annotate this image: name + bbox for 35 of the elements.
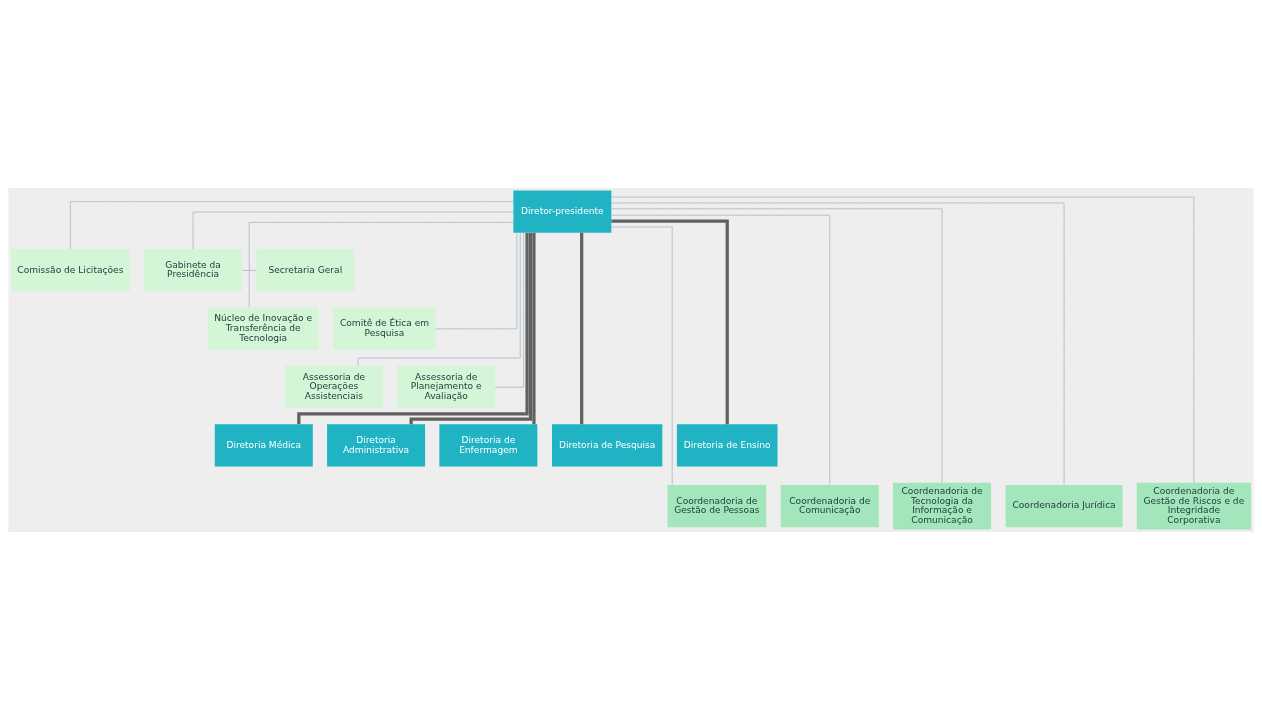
- connector: [435, 232, 518, 330]
- node-box: Assessoria de Planejamento e Avaliação: [397, 365, 496, 409]
- node-box: Diretoria de Enfermagem: [439, 424, 538, 467]
- connector: [69, 201, 514, 250]
- connector: [357, 232, 521, 367]
- node-box: Diretoria Administrativa: [327, 424, 426, 467]
- connector: [532, 232, 536, 425]
- connector: [611, 226, 673, 486]
- node-box: Assessoria de Operações Assistenciais: [284, 365, 383, 409]
- node-box: Coordenadoria de Comunicação: [780, 484, 879, 528]
- connector: [248, 221, 514, 308]
- node-box: Comitê de Ética em Pesquisa: [333, 307, 436, 350]
- connector: [611, 219, 729, 425]
- connector: [297, 232, 529, 425]
- connector: [610, 202, 1065, 486]
- node-box: Diretoria Médica: [214, 424, 313, 467]
- connector: [610, 196, 1195, 484]
- node-box: Diretoria de Ensino: [676, 424, 778, 467]
- node-box: Coordenadoria de Tecnologia da Informação e Comunicação: [893, 482, 992, 530]
- node-box: Comissão de Licitações: [11, 249, 130, 292]
- connector: [241, 269, 257, 271]
- connector: [494, 232, 525, 388]
- node-box: Diretoria de Pesquisa: [552, 424, 663, 467]
- node-box: Coordenadoria de Gestão de Pessoas: [667, 484, 767, 528]
- node-box: Núcleo de Inovação e Transferência de Tecnologia: [207, 307, 319, 350]
- node-box: Coordenadoria Jurídica: [1005, 484, 1123, 528]
- connector: [192, 211, 514, 250]
- node-box: Secretaria Geral: [256, 249, 355, 292]
- connector: [580, 232, 584, 425]
- node-box: Diretor-presidente: [513, 190, 612, 233]
- connector: [409, 232, 533, 425]
- connector: [610, 214, 831, 486]
- node-box: Coordenadoria de Gestão de Riscos e de Integridade Corporativa: [1136, 482, 1251, 530]
- node-box: Gabinete da Presidência: [144, 249, 243, 292]
- connector: [610, 208, 943, 483]
